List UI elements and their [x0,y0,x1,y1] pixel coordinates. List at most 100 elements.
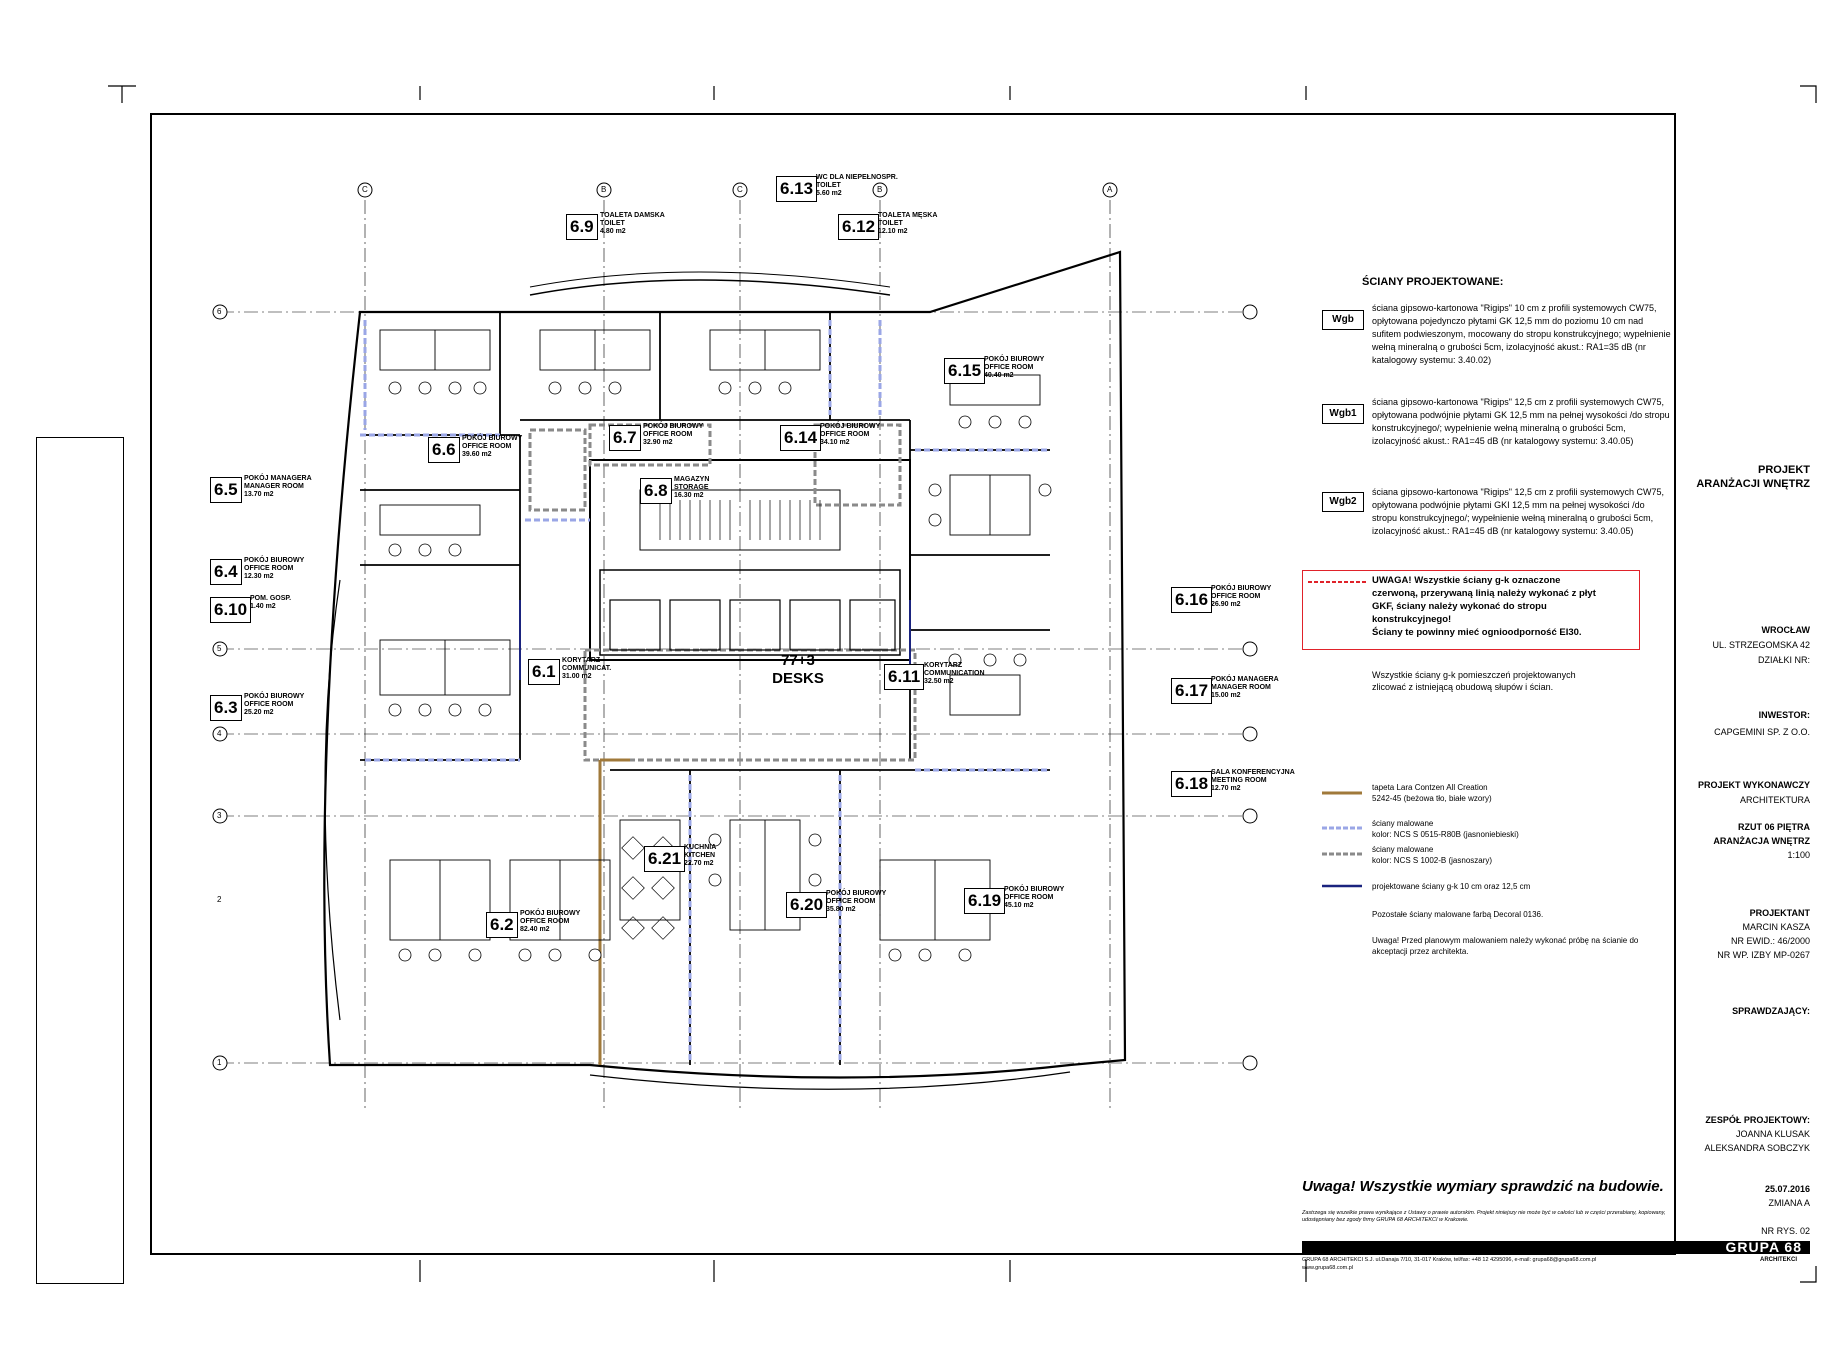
team-member: JOANNA KLUSAK [1735,1129,1810,1139]
company-subtitle: ARCHITEKCI [1760,1257,1797,1263]
room-number: 6.1 [528,659,560,685]
wall-alignment-note: Wszystkie ściany g-k pomieszczeń projekt… [1372,670,1576,692]
branch: ARCHITEKTURA [1739,795,1810,805]
room-label: POM. GOSP.1.40 m2 [250,595,292,610]
designer: MARCIN KASZA [1742,922,1810,932]
axis-label: 5 [217,644,222,653]
axis-label: B [601,185,607,194]
room-number: 6.3 [210,695,242,721]
room-number: 6.14 [780,425,822,451]
project-title-2: ARANŻACJI WNĘTRZ [1696,478,1810,490]
scale: 1:100 [1787,850,1810,860]
room-number: 6.11 [884,664,925,690]
legend-code-wgb: Wgb [1322,310,1364,330]
room-number: 6.12 [838,214,880,240]
designer-ewid: NR EWID.: 46/2000 [1730,936,1810,946]
designer-label: PROJEKTANT [1749,908,1810,918]
team-label: ZESPÓŁ PROJEKTOWY: [1705,1115,1810,1125]
axis-label: 6 [217,307,222,316]
desk-count-label: 77+3 DESKS [772,652,824,687]
line-legend-swatches [1322,791,1362,888]
red-dashed-line [1308,581,1368,583]
legend-text-wgb2: ściana gipsowo-kartonowa "Rigips" 12,5 c… [1372,487,1664,536]
axis-label: 1 [217,1058,222,1067]
project-title-1: PROJEKT [1758,464,1810,476]
legend-text-wgb1: ściana gipsowo-kartonowa "Rigips" 12,5 c… [1372,397,1670,446]
company-website: www.grupa68.com.pl [1302,1265,1354,1271]
city: WROCŁAW [1761,625,1811,635]
room-number: 6.21 [644,846,686,872]
room-number: 6.5 [210,477,242,503]
paint-note: Pozostałe ściany malowane farbą Decoral … [1372,910,1544,919]
title-block: PROJEKT ARANŻACJI WNĘTRZ WROCŁAW UL. STR… [1470,464,1810,1264]
team-member: ALEKSANDRA SOBCZYK [1704,1143,1810,1153]
legend-code-wgb1: Wgb1 [1322,404,1364,424]
room-number: 6.15 [944,358,986,384]
room-number: 6.9 [566,214,598,240]
copyright-note: Zastrzega się wszelkie prawa wynikające … [1302,1210,1666,1223]
drawing-title-1: RZUT 06 PIĘTRA [1737,822,1810,832]
room-number: 6.4 [210,559,242,585]
legend-code-wgb2: Wgb2 [1322,492,1364,512]
plot: DZIAŁKI NR: [1757,655,1810,665]
street: UL. STRZEGOMSKA 42 [1712,640,1810,650]
drawing-sheet-frame [150,113,1676,1255]
checked-label: SPRAWDZAJĄCY: [1732,1006,1810,1016]
executive-label: PROJEKT WYKONAWCZY [1697,780,1810,790]
drawing-title-2: ARANŻACJA WNĘTRZ [1713,836,1810,846]
company-bar: GRUPA 68 [1302,1240,1810,1254]
sheet-number: NR RYS. 02 [1761,1226,1810,1236]
room-number: 6.10 [210,597,252,623]
date: 25.07.2016 [1764,1184,1810,1194]
company-address: GRUPA 68 ARCHITEKCI S.J. ul.Danaja 7/10,… [1302,1257,1597,1263]
fire-wall-warning-box [1302,570,1640,650]
revision: ZMIANA A [1768,1198,1810,1208]
room-number: 6.20 [786,892,828,918]
investor: CAPGEMINI SP. Z O.O. [1714,727,1810,737]
side-margin-box [36,437,124,1284]
room-number: 6.8 [640,478,672,504]
designer-chamber: NR WP. IZBY MP-0267 [1717,950,1810,960]
axis-label: 2 [217,895,222,904]
room-number: 6.2 [486,912,518,938]
room-number: 6.16 [1171,587,1213,613]
room-number: 6.7 [609,425,641,451]
axis-label: A [1107,185,1113,194]
axis-label: 4 [217,729,222,738]
dimension-warning: Uwaga! Wszystkie wymiary sprawdzić na bu… [1302,1178,1664,1195]
room-number: 6.18 [1171,771,1213,797]
legend-text-wgb: ściana gipsowo-kartonowa "Rigips" 10 cm … [1372,303,1671,365]
axis-label: C [737,185,743,194]
room-number: 6.19 [964,888,1006,914]
legend-heading: ŚCIANY PROJEKTOWANE: [1362,276,1504,288]
caution-note: Uwaga! Przed planowym malowaniem należy … [1372,936,1639,956]
investor-label: INWESTOR: [1758,710,1810,720]
axis-label: B [877,185,883,194]
axis-label: C [362,185,368,194]
room-number: 6.17 [1171,678,1213,704]
warning-text: UWAGA! Wszystkie ściany g-k oznaczone cz… [1372,575,1596,638]
